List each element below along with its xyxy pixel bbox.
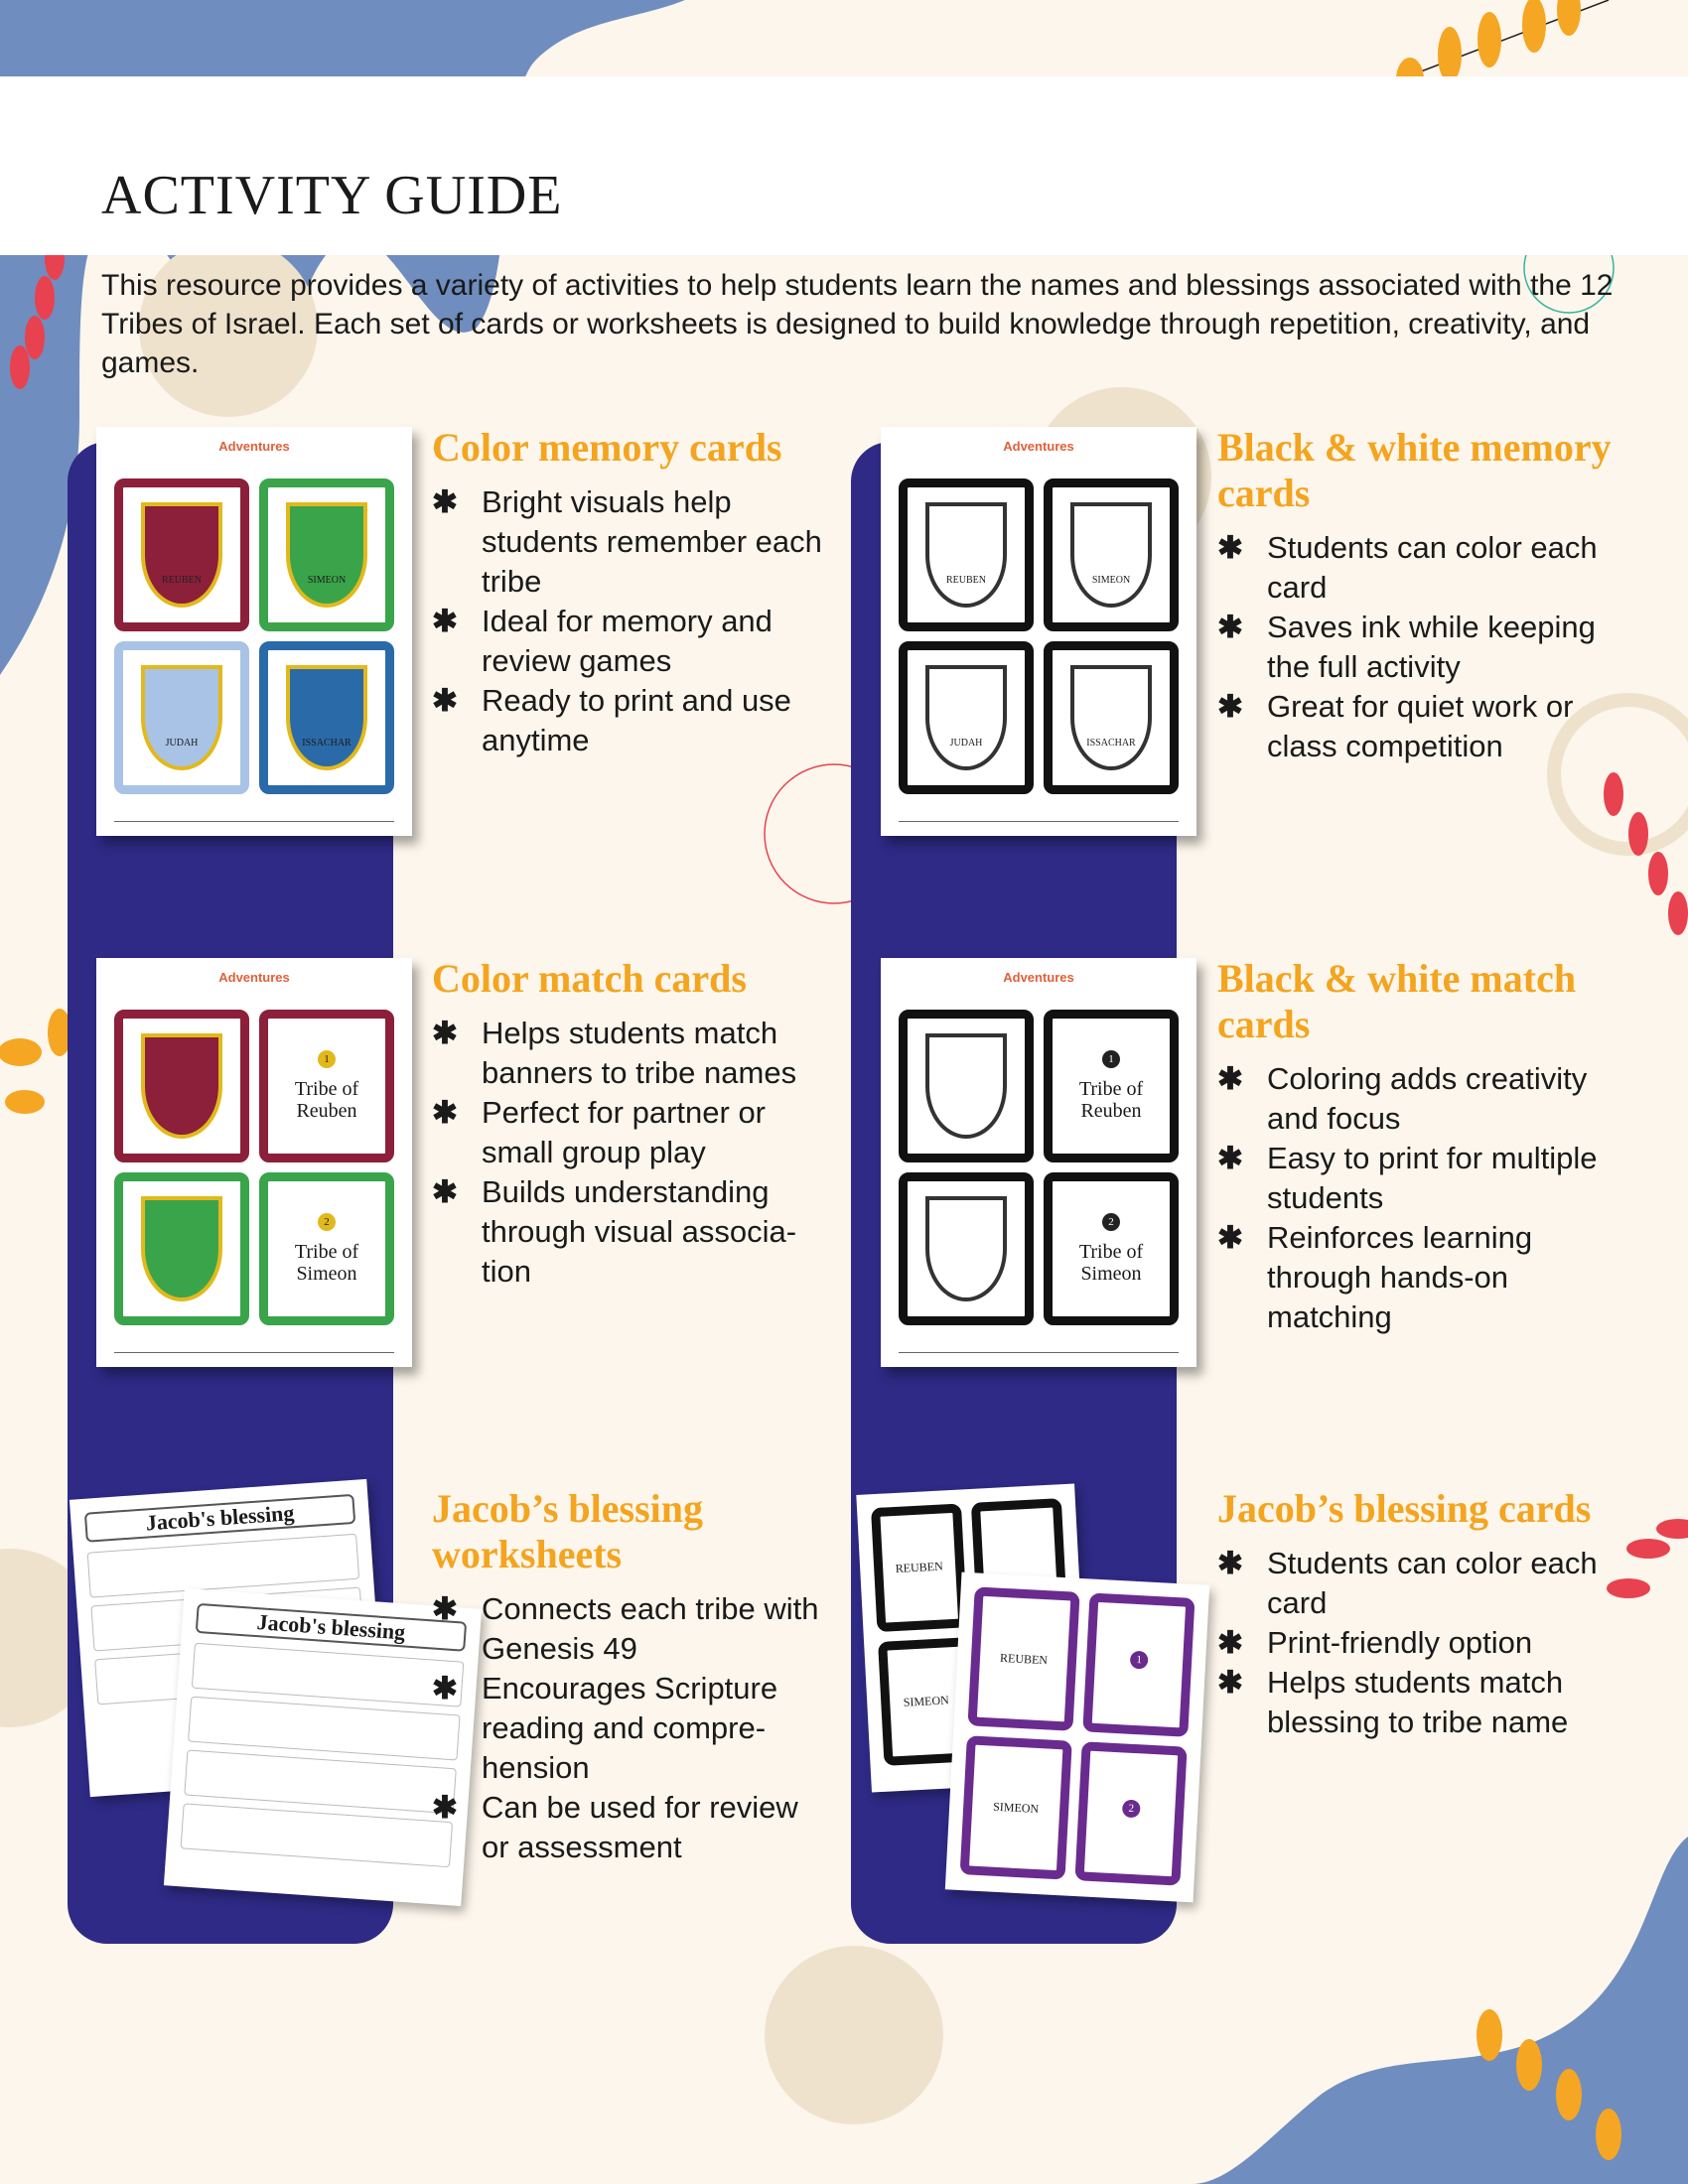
asterisk-icon: ✱	[1217, 1546, 1243, 1580]
bw-memory-thumbnail: Adventures REUBEN SIMEON JUDAH ISSACHAR	[881, 427, 1196, 836]
asterisk-icon: ✱	[1217, 530, 1243, 565]
section-heading: Color memory cards	[432, 425, 782, 470]
page-title: ACTIVITY GUIDE	[101, 165, 563, 226]
asterisk-icon: ✱	[1217, 1141, 1243, 1175]
bullet: ✱Helps students match banners to tribe n…	[432, 1016, 797, 1090]
bullet: ✱Reinforces learning through hands-on ma…	[1217, 1220, 1533, 1334]
bullet: ✱Ready to print and use anytime	[432, 683, 791, 757]
logo: Adventures	[1003, 970, 1074, 985]
section-heading: Jacob’s blessing worksheets	[432, 1486, 704, 1576]
bullet: ✱Builds understanding through visual ass…	[432, 1174, 797, 1289]
logo: Adventures	[218, 439, 290, 454]
asterisk-icon: ✱	[432, 1591, 458, 1626]
section-color-match: Color match cards ✱Helps students match …	[432, 956, 829, 1292]
asterisk-icon: ✱	[432, 484, 458, 519]
bullet: ✱Students can color each card	[1217, 1546, 1598, 1620]
color-memory-thumbnail: Adventures REUBEN SIMEON JUDAH ISSACHAR	[96, 427, 412, 836]
card: REUBEN	[899, 478, 1034, 631]
asterisk-icon: ✱	[1217, 1665, 1243, 1700]
bullet: ✱Connects each tribe with Genesis 49	[432, 1591, 819, 1666]
section-jacob-worksheets: Jacob’s blessing worksheets ✱Connects ea…	[432, 1486, 829, 1867]
asterisk-icon: ✱	[432, 604, 458, 638]
section-heading: Black & white match cards	[1217, 956, 1577, 1046]
asterisk-icon: ✱	[432, 1016, 458, 1050]
section-color-memory: Color memory cards ✱Bright visuals help …	[432, 425, 829, 760]
bullet: ✱Encourages Scripture reading and compre…	[432, 1671, 778, 1785]
card: JUDAH	[114, 641, 249, 794]
card: ISSACHAR	[259, 641, 394, 794]
beige-circle	[139, 238, 318, 417]
asterisk-icon: ✱	[1217, 689, 1243, 724]
section-heading: Black & white memory cards	[1217, 425, 1612, 515]
bullet: ✱Saves ink while keeping the full activi…	[1217, 610, 1596, 684]
bullet: ✱Coloring adds creativity and focus	[1217, 1061, 1588, 1136]
header-band	[0, 76, 1688, 255]
asterisk-icon: ✱	[1217, 1220, 1243, 1255]
bullet: ✱Can be used for review or assessment	[432, 1790, 798, 1864]
bullet: ✱Perfect for partner or small group play	[432, 1095, 767, 1169]
asterisk-icon: ✱	[432, 1671, 458, 1706]
asterisk-icon: ✱	[1217, 1625, 1243, 1660]
bullet: ✱Great for quiet work or class competiti…	[1217, 689, 1574, 763]
asterisk-icon: ✱	[432, 1174, 458, 1209]
asterisk-icon: ✱	[432, 1095, 458, 1130]
bullet: ✱Ideal for memory and review games	[432, 604, 773, 678]
asterisk-icon: ✱	[1217, 1061, 1243, 1096]
section-jacob-cards: Jacob’s blessing cards ✱Students can col…	[1217, 1486, 1634, 1742]
logo: Adventures	[218, 970, 290, 985]
card: SIMEON	[1044, 478, 1179, 631]
card: JUDAH	[899, 641, 1034, 794]
bullet: ✱Easy to print for multiple students	[1217, 1141, 1598, 1215]
asterisk-icon: ✱	[432, 683, 458, 718]
section-bw-match: Black & white match cards ✱Coloring adds…	[1217, 956, 1634, 1337]
logo: Adventures	[1003, 439, 1074, 454]
bullet: ✱Bright visuals help students remember e…	[432, 484, 822, 599]
card: SIMEON	[259, 478, 394, 631]
bullet: ✱Helps students match blessing to tribe …	[1217, 1665, 1569, 1739]
intro-paragraph: This resource provides a variety of acti…	[101, 269, 1614, 379]
asterisk-icon: ✱	[432, 1790, 458, 1825]
bullet: ✱Print-friendly option	[1217, 1623, 1634, 1663]
asterisk-icon: ✱	[1217, 610, 1243, 644]
section-heading: Jacob’s blessing cards	[1217, 1486, 1592, 1531]
red-leaves-icon	[10, 236, 1688, 1598]
card: REUBEN	[114, 478, 249, 631]
bullet: ✱Students can color each card	[1217, 530, 1598, 605]
beige-circle	[765, 1946, 943, 2124]
card: ISSACHAR	[1044, 641, 1179, 794]
section-bw-memory: Black & white memory cards ✱Students can…	[1217, 425, 1634, 766]
section-heading: Color match cards	[432, 956, 747, 1001]
